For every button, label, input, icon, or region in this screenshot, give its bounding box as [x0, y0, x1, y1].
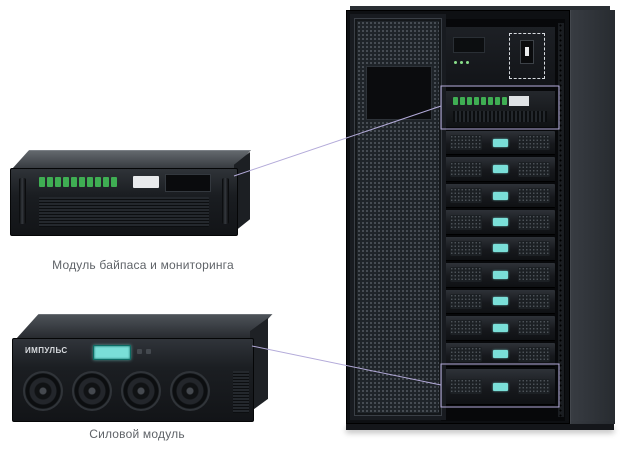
cabinet-interior — [441, 19, 565, 421]
bypass-label-plate — [133, 176, 159, 188]
bypass-module-right-handle — [222, 178, 229, 224]
module-fan-icon — [450, 214, 482, 230]
module-lcd — [492, 165, 508, 174]
cabinet-power-module — [445, 131, 555, 156]
bypass-io-cutout — [165, 174, 211, 192]
bypass-module-top-face — [12, 150, 252, 169]
ups-cabinet-image — [346, 6, 615, 430]
indicator-leds — [454, 61, 469, 64]
module-fan-icon — [518, 267, 550, 283]
cabinet-power-module — [445, 183, 555, 209]
brand-logo: ИМПУЛЬС — [25, 346, 68, 355]
mounting-rail — [558, 23, 564, 417]
cabinet-power-module — [445, 289, 555, 315]
module-fan-icon — [450, 346, 482, 362]
bypass-module-left-handle — [19, 178, 26, 224]
module-lcd — [492, 218, 508, 227]
module-fan-icon — [518, 188, 550, 204]
cabinet-power-module — [445, 263, 555, 288]
door-display-panel — [366, 66, 432, 120]
cabinet-base — [346, 424, 614, 430]
cabinet-power-module — [445, 342, 555, 367]
bypass-module-label: Модуль байпаса и мониторинга — [52, 258, 234, 272]
module-fan-icon — [450, 135, 482, 151]
module-fan-icon — [450, 188, 482, 204]
module-fan-icon — [450, 320, 482, 336]
module-fan-icon — [518, 320, 550, 336]
module-lcd — [492, 350, 508, 359]
module-fan-icon — [518, 161, 550, 177]
module-fan-icon — [518, 379, 550, 394]
module-lcd — [492, 244, 508, 253]
cabinet-door — [350, 14, 446, 420]
cabinet-top-edge — [350, 6, 610, 12]
bypass-module-front-panel — [10, 168, 238, 236]
fan-icon — [23, 371, 63, 411]
module-fan-icon — [518, 135, 550, 151]
fan-icon — [170, 371, 210, 411]
power-module-image: ИМПУЛЬС — [12, 310, 280, 426]
power-module-lcd — [93, 345, 131, 360]
power-module-fan-row — [23, 367, 227, 415]
module-fan-icon — [518, 240, 550, 256]
cabinet-module-stack — [445, 131, 555, 367]
bypass-slot-label-plate — [509, 96, 529, 106]
module-fan-icon — [518, 346, 550, 362]
power-module-label: Силовой модуль — [89, 427, 185, 441]
module-lcd — [492, 191, 508, 200]
module-fan-icon — [450, 161, 482, 177]
cabinet-power-module — [445, 157, 555, 182]
module-lcd — [492, 323, 508, 332]
power-module-vent — [233, 371, 249, 413]
module-lcd — [492, 270, 508, 279]
bypass-slot-vent — [453, 111, 547, 122]
module-fan-icon — [518, 214, 550, 230]
module-fan-icon — [450, 293, 482, 309]
power-module-buttons — [137, 349, 151, 354]
cabinet-control-panel — [445, 27, 555, 87]
module-fan-icon — [518, 293, 550, 309]
terminal-strip — [453, 97, 507, 105]
fan-icon — [121, 371, 161, 411]
module-lcd — [492, 382, 508, 391]
module-fan-icon — [450, 267, 482, 283]
breaker-dashed-outline — [509, 33, 545, 79]
terminal-strip — [39, 177, 117, 187]
circuit-breaker-icon — [520, 40, 534, 64]
cabinet-power-module — [445, 316, 555, 341]
cabinet-bypass-slot — [445, 91, 555, 127]
power-module-top-face — [16, 314, 273, 339]
module-lcd — [492, 138, 508, 147]
fan-icon — [72, 371, 112, 411]
module-fan-icon — [450, 379, 482, 394]
cabinet-power-module — [445, 210, 555, 235]
cabinet-side-panel — [570, 10, 615, 424]
bypass-module-image — [10, 146, 262, 258]
module-fan-icon — [450, 240, 482, 256]
cabinet-bottom-module — [445, 369, 555, 405]
control-display — [453, 37, 485, 53]
module-lcd — [492, 297, 508, 306]
bypass-vent-grille — [39, 197, 209, 227]
cabinet-power-module — [445, 236, 555, 262]
power-module-front-panel: ИМПУЛЬС — [12, 338, 254, 422]
